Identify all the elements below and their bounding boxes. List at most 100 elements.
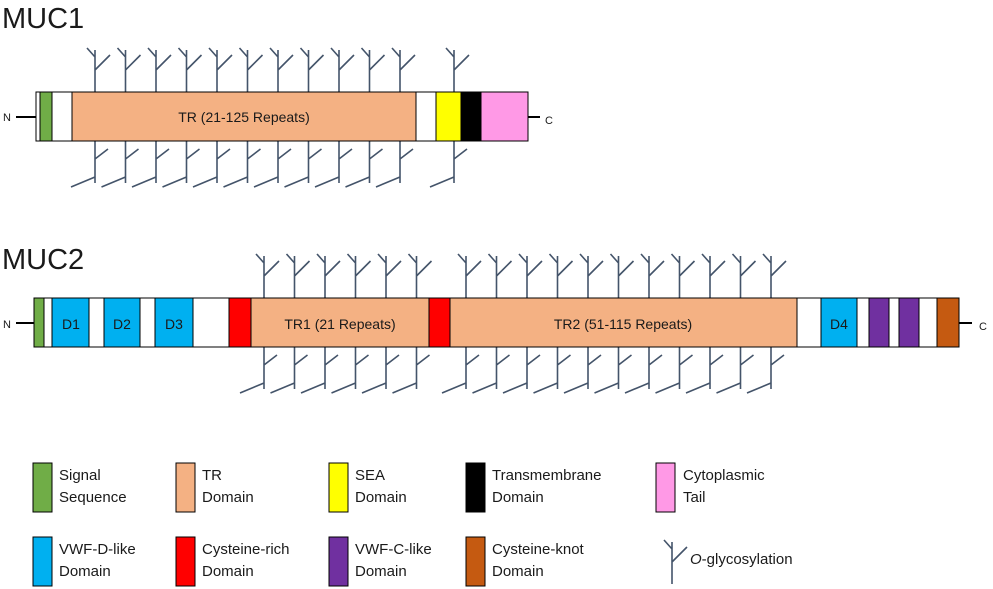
muc2-d3-label: D3: [165, 316, 183, 332]
o-glycosylation-icon: [360, 47, 386, 92]
legend-swatch-transmembrane-domain: [465, 462, 486, 513]
o-glycosylation-icon: [270, 347, 308, 394]
muc2-segment-signal-sequence: [33, 297, 45, 348]
muc2-segment-spacer: [192, 297, 230, 348]
legend-label-o-glycosylation: O-glycosylation: [690, 551, 793, 568]
muc2-segment-spacer: [888, 297, 900, 348]
o-glycosylation-icon: [284, 141, 322, 188]
legend-swatch-sea-domain: [328, 462, 349, 513]
muc1-segment-sea-domain: [435, 91, 462, 142]
muc2-tr2-label: TR2 (51-115 Repeats): [554, 316, 692, 332]
muc2-segment-spacer: [139, 297, 156, 348]
muc1-tr-label: TR (21-125 Repeats): [178, 109, 310, 125]
muc2-segment-vwfd-d2: [103, 297, 141, 348]
muc2-segment-spacer: [88, 297, 105, 348]
muc2-segment-cysteine-rich-domain: [428, 297, 451, 348]
muc2-segment-vwfc-domain: [868, 297, 890, 348]
o-glycosylation-icon: [345, 141, 383, 188]
o-glycosylation-icon: [701, 253, 726, 298]
o-glycosylation-icon: [533, 347, 571, 394]
muc1-diagram: MUC1 N C TR (21-125 Repeats): [2, 3, 553, 188]
o-glycosylation-icon: [314, 141, 353, 188]
muc2-segment-tr2-domain: [449, 297, 798, 348]
muc2-segment-spacer: [43, 297, 53, 348]
muc1-c-terminus: C: [545, 115, 553, 127]
o-glycosylation-icon: [518, 253, 543, 298]
muc1-glycans-top: [86, 47, 470, 92]
legend-swatch-tr-domain: [175, 462, 196, 513]
o-glycosylation-icon: [299, 47, 325, 92]
o-glycosylation-icon: [762, 253, 787, 298]
muc2-segment-vwfd-d4: [820, 297, 858, 348]
o-glycosylation-icon: [346, 253, 372, 298]
muc2-protein-bar: D1 D2 D3 TR1 (21 Repeats) TR2 (51-115 Re…: [33, 297, 960, 348]
muc1-segment-tr-domain: [71, 91, 417, 142]
muc2-diagram: MUC2 N C D1: [2, 244, 987, 394]
o-glycosylation-icon: [640, 253, 665, 298]
muc2-segment-vwfd-d3: [154, 297, 194, 348]
muc2-d1-label: D1: [62, 316, 80, 332]
muc1-segment-transmembrane-domain: [460, 91, 482, 142]
muc2-segment-spacer: [856, 297, 870, 348]
muc2-d2-label: D2: [113, 316, 131, 332]
o-glycosylation-icon: [579, 253, 604, 298]
muc1-segment-spacer: [35, 91, 41, 142]
legend-swatch-vwf-c-like-domain: [328, 536, 349, 587]
o-glycosylation-icon: [116, 47, 142, 92]
muc1-title: MUC1: [2, 3, 84, 35]
o-glycosylation-icon: [101, 141, 139, 188]
o-glycosylation-icon: [716, 347, 754, 394]
o-glycosylation-icon: [391, 47, 416, 92]
o-glycosylation-icon: [331, 347, 369, 394]
o-glycosylation-icon: [609, 253, 635, 298]
muc1-glycans-bottom: [70, 141, 468, 188]
muc2-title: MUC2: [2, 244, 84, 276]
muc1-segment-cytoplasmic-tail: [480, 91, 529, 142]
o-glycosylation-icon: [429, 141, 468, 188]
o-glycosylation-icon: [255, 253, 280, 298]
o-glycosylation-icon: [192, 141, 231, 188]
o-glycosylation-icon: [285, 253, 311, 298]
o-glycosylation-icon: [502, 347, 541, 394]
legend-swatch-cysteine-knot-domain: [465, 536, 486, 587]
muc1-segment-signal-sequence: [39, 91, 53, 142]
o-glycosylation-icon: [147, 47, 172, 92]
legend-o-glycosylation-icon: [663, 539, 688, 584]
o-glycosylation-icon: [316, 253, 341, 298]
o-glycosylation-icon: [223, 141, 261, 188]
o-glycosylation-icon: [330, 47, 355, 92]
o-glycosylation-icon: [441, 347, 480, 394]
o-glycosylation-icon: [86, 47, 111, 92]
muc2-tr1-label: TR1 (21 Repeats): [284, 316, 395, 332]
o-glycosylation-icon: [392, 347, 430, 394]
muc2-c-terminus: C: [979, 321, 987, 333]
o-glycosylation-icon: [670, 253, 696, 298]
o-glycosylation-icon: [407, 253, 433, 298]
o-glycosylation-icon: [746, 347, 785, 394]
o-glycosylation-icon: [361, 347, 400, 394]
o-glycosylation-icon: [594, 347, 632, 394]
legend-swatch-vwf-d-like-domain: [32, 536, 53, 587]
o-glycosylation-icon: [685, 347, 724, 394]
o-glycosylation-icon: [377, 253, 402, 298]
muc1-segment-spacer: [51, 91, 73, 142]
o-glycosylation-icon: [238, 47, 264, 92]
muc2-segment-spacer: [796, 297, 822, 348]
muc2-segment-vwfc-domain: [898, 297, 920, 348]
o-glycosylation-icon: [239, 347, 278, 394]
muc2-glycans-bottom: [239, 347, 785, 394]
o-glycosylation-icon: [731, 253, 757, 298]
o-glycosylation-icon: [487, 253, 513, 298]
o-glycosylation-icon: [253, 141, 292, 188]
o-glycosylation-icon: [131, 141, 170, 188]
